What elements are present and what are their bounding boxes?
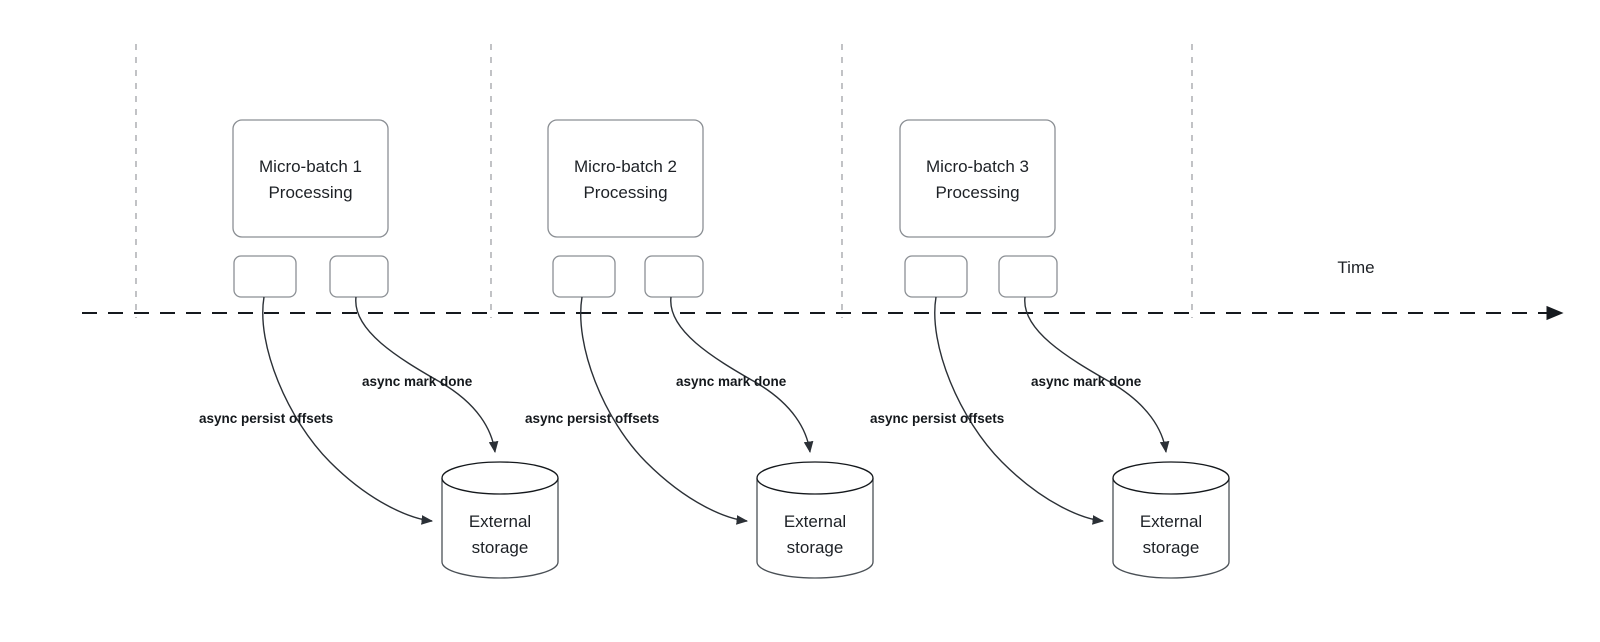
external-storage-3[interactable]: External storage (1112, 461, 1230, 579)
micro-batch-box-2[interactable] (547, 119, 704, 238)
micro-batch-label-1-line2: Processing (268, 183, 352, 202)
edge-label-mark-done-2: async mark done (676, 374, 787, 389)
external-storage-label-2-line1: External (784, 512, 846, 531)
persist-offsets-flow-3 (934, 296, 1105, 525)
task-box-2a[interactable] (552, 255, 616, 298)
edge-label-persist-offsets-3: async persist offsets (870, 411, 1004, 426)
micro-batch-box-3[interactable] (899, 119, 1056, 238)
batch-group-2: Micro-batch 2 Processing External storag… (525, 119, 874, 579)
external-storage-1[interactable]: External storage (441, 461, 559, 579)
edge-label-persist-offsets-2: async persist offsets (525, 411, 659, 426)
external-storage-label-2-line2: storage (787, 538, 844, 557)
mark-done-flow-2 (670, 296, 814, 454)
external-storage-label-1-line1: External (469, 512, 531, 531)
task-box-1a[interactable] (233, 255, 297, 298)
task-box-1b[interactable] (329, 255, 389, 298)
batch-group-3: Micro-batch 3 Processing External storag… (870, 119, 1230, 579)
micro-batch-label-1-line1: Micro-batch 1 (259, 157, 362, 176)
time-axis-label: Time (1337, 258, 1374, 277)
micro-batch-label-2-line2: Processing (583, 183, 667, 202)
edge-label-mark-done-3: async mark done (1031, 374, 1142, 389)
micro-batch-label-3-line1: Micro-batch 3 (926, 157, 1029, 176)
persist-offsets-flow-1 (262, 296, 434, 525)
batch-group-1: Micro-batch 1 Processing External storag… (199, 119, 559, 579)
task-box-3a[interactable] (904, 255, 968, 298)
external-storage-label-1-line2: storage (472, 538, 529, 557)
external-storage-2[interactable]: External storage (756, 461, 874, 579)
task-box-2b[interactable] (644, 255, 704, 298)
persist-offsets-flow-2 (580, 296, 749, 525)
micro-batch-box-1[interactable] (232, 119, 389, 238)
external-storage-label-3-line1: External (1140, 512, 1202, 531)
edge-label-mark-done-1: async mark done (362, 374, 473, 389)
mark-done-flow-1 (355, 296, 499, 454)
micro-batch-label-2-line1: Micro-batch 2 (574, 157, 677, 176)
external-storage-label-3-line2: storage (1143, 538, 1200, 557)
mark-done-flow-3 (1024, 296, 1170, 454)
micro-batch-label-3-line2: Processing (935, 183, 1019, 202)
task-box-3b[interactable] (998, 255, 1058, 298)
edge-label-persist-offsets-1: async persist offsets (199, 411, 333, 426)
